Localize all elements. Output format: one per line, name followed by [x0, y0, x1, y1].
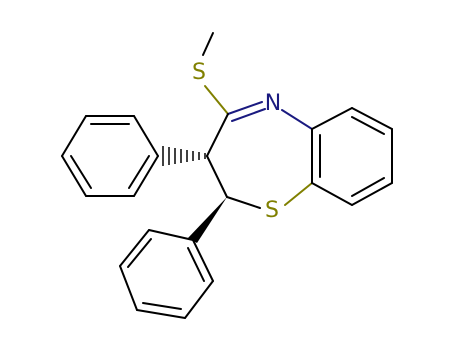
benzo-bond-1 [311, 107, 353, 130]
bond-s-c4 [204, 85, 229, 115]
solid-wedge-bond [188, 197, 227, 243]
phenyl2-bond-1 [148, 229, 194, 241]
bond-methyl-s [202, 32, 214, 56]
hashed-wedge-bond [162, 146, 206, 166]
phenyl1-inner-2 [70, 155, 92, 189]
phenyl2-inner-2 [142, 302, 182, 310]
atom-s-ring: S [265, 198, 279, 223]
phenyl2-bond-2 [119, 229, 150, 267]
benzo-inner-1 [351, 116, 385, 135]
phenyl2-bond-3 [119, 265, 138, 311]
phenyl1-bond-3 [61, 115, 87, 157]
bond-n-benzo [281, 109, 313, 130]
phenyl2-bond-5 [184, 280, 214, 319]
bond-c4-n-2 [231, 108, 266, 122]
phenyl2-inner-3 [187, 247, 205, 282]
phenyl2-inner-1 [127, 238, 152, 268]
benzo-bond-2 [351, 107, 393, 130]
phenyl2-bond-6 [192, 239, 214, 282]
benzo-inner-2 [351, 177, 385, 197]
phenyl2-bond-4 [136, 309, 186, 319]
bond-c4-n-1 [227, 101, 263, 115]
phenyl1-bond-4 [61, 155, 87, 197]
phenyl1-inner-3 [128, 155, 150, 189]
atom-s-methylthio: S [192, 60, 206, 85]
phenyl1-bond-1 [133, 115, 159, 157]
phenyl1-bond-6 [133, 155, 159, 197]
atom-n-ring: N [265, 91, 281, 116]
benzo-bond-4 [351, 182, 393, 206]
bond-c4-c3 [206, 113, 229, 157]
bond-s-ring-benzo [284, 182, 313, 206]
benzo-bond-5 [311, 182, 353, 206]
bond-c3-c2 [206, 155, 228, 198]
bond-c2-s-ring [226, 196, 261, 209]
